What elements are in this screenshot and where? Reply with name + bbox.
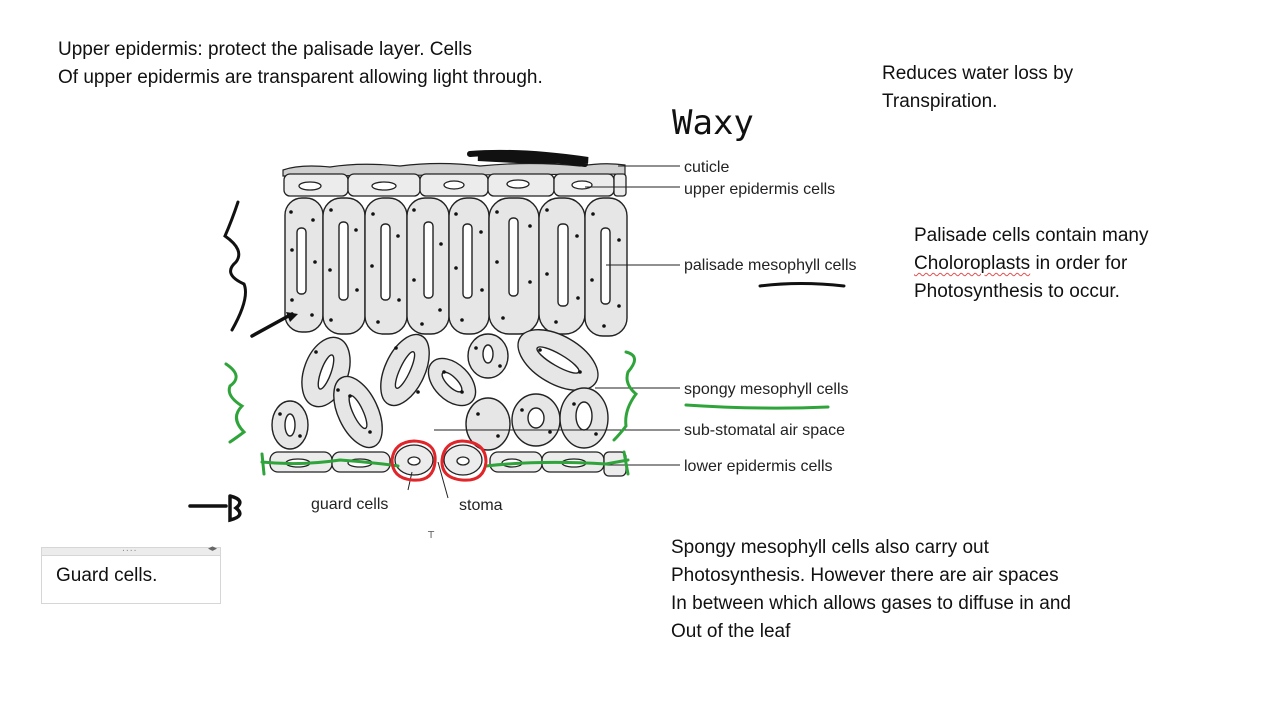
palisade-brace <box>225 202 246 330</box>
spongy-left-brace <box>226 364 244 442</box>
upper-epidermis-row <box>284 174 626 196</box>
label-guard-cells: guard cells <box>311 496 388 513</box>
label-spongy: spongy mesophyll cells <box>684 381 849 398</box>
spongy-cell-cluster <box>272 317 608 455</box>
label-stoma: stoma <box>459 497 503 514</box>
palisade-underline <box>760 284 844 287</box>
guard-cell-pair <box>395 445 482 475</box>
label-lower-epidermis: lower epidermis cells <box>684 458 833 475</box>
spongy-underline <box>686 405 828 408</box>
label-air-space: sub-stomatal air space <box>684 422 845 439</box>
cuticle-scribble <box>470 153 588 164</box>
spongy-right-brace <box>614 352 636 440</box>
palisade-arrow <box>252 314 292 336</box>
handwritten-waxy: Waxy <box>672 103 754 143</box>
label-palisade: palisade mesophyll cells <box>684 257 857 274</box>
label-upper-epidermis: upper epidermis cells <box>684 181 835 198</box>
label-cuticle: cuticle <box>684 159 729 176</box>
handwritten-b-mark <box>190 496 240 520</box>
text-cursor-icon: T <box>427 530 435 541</box>
